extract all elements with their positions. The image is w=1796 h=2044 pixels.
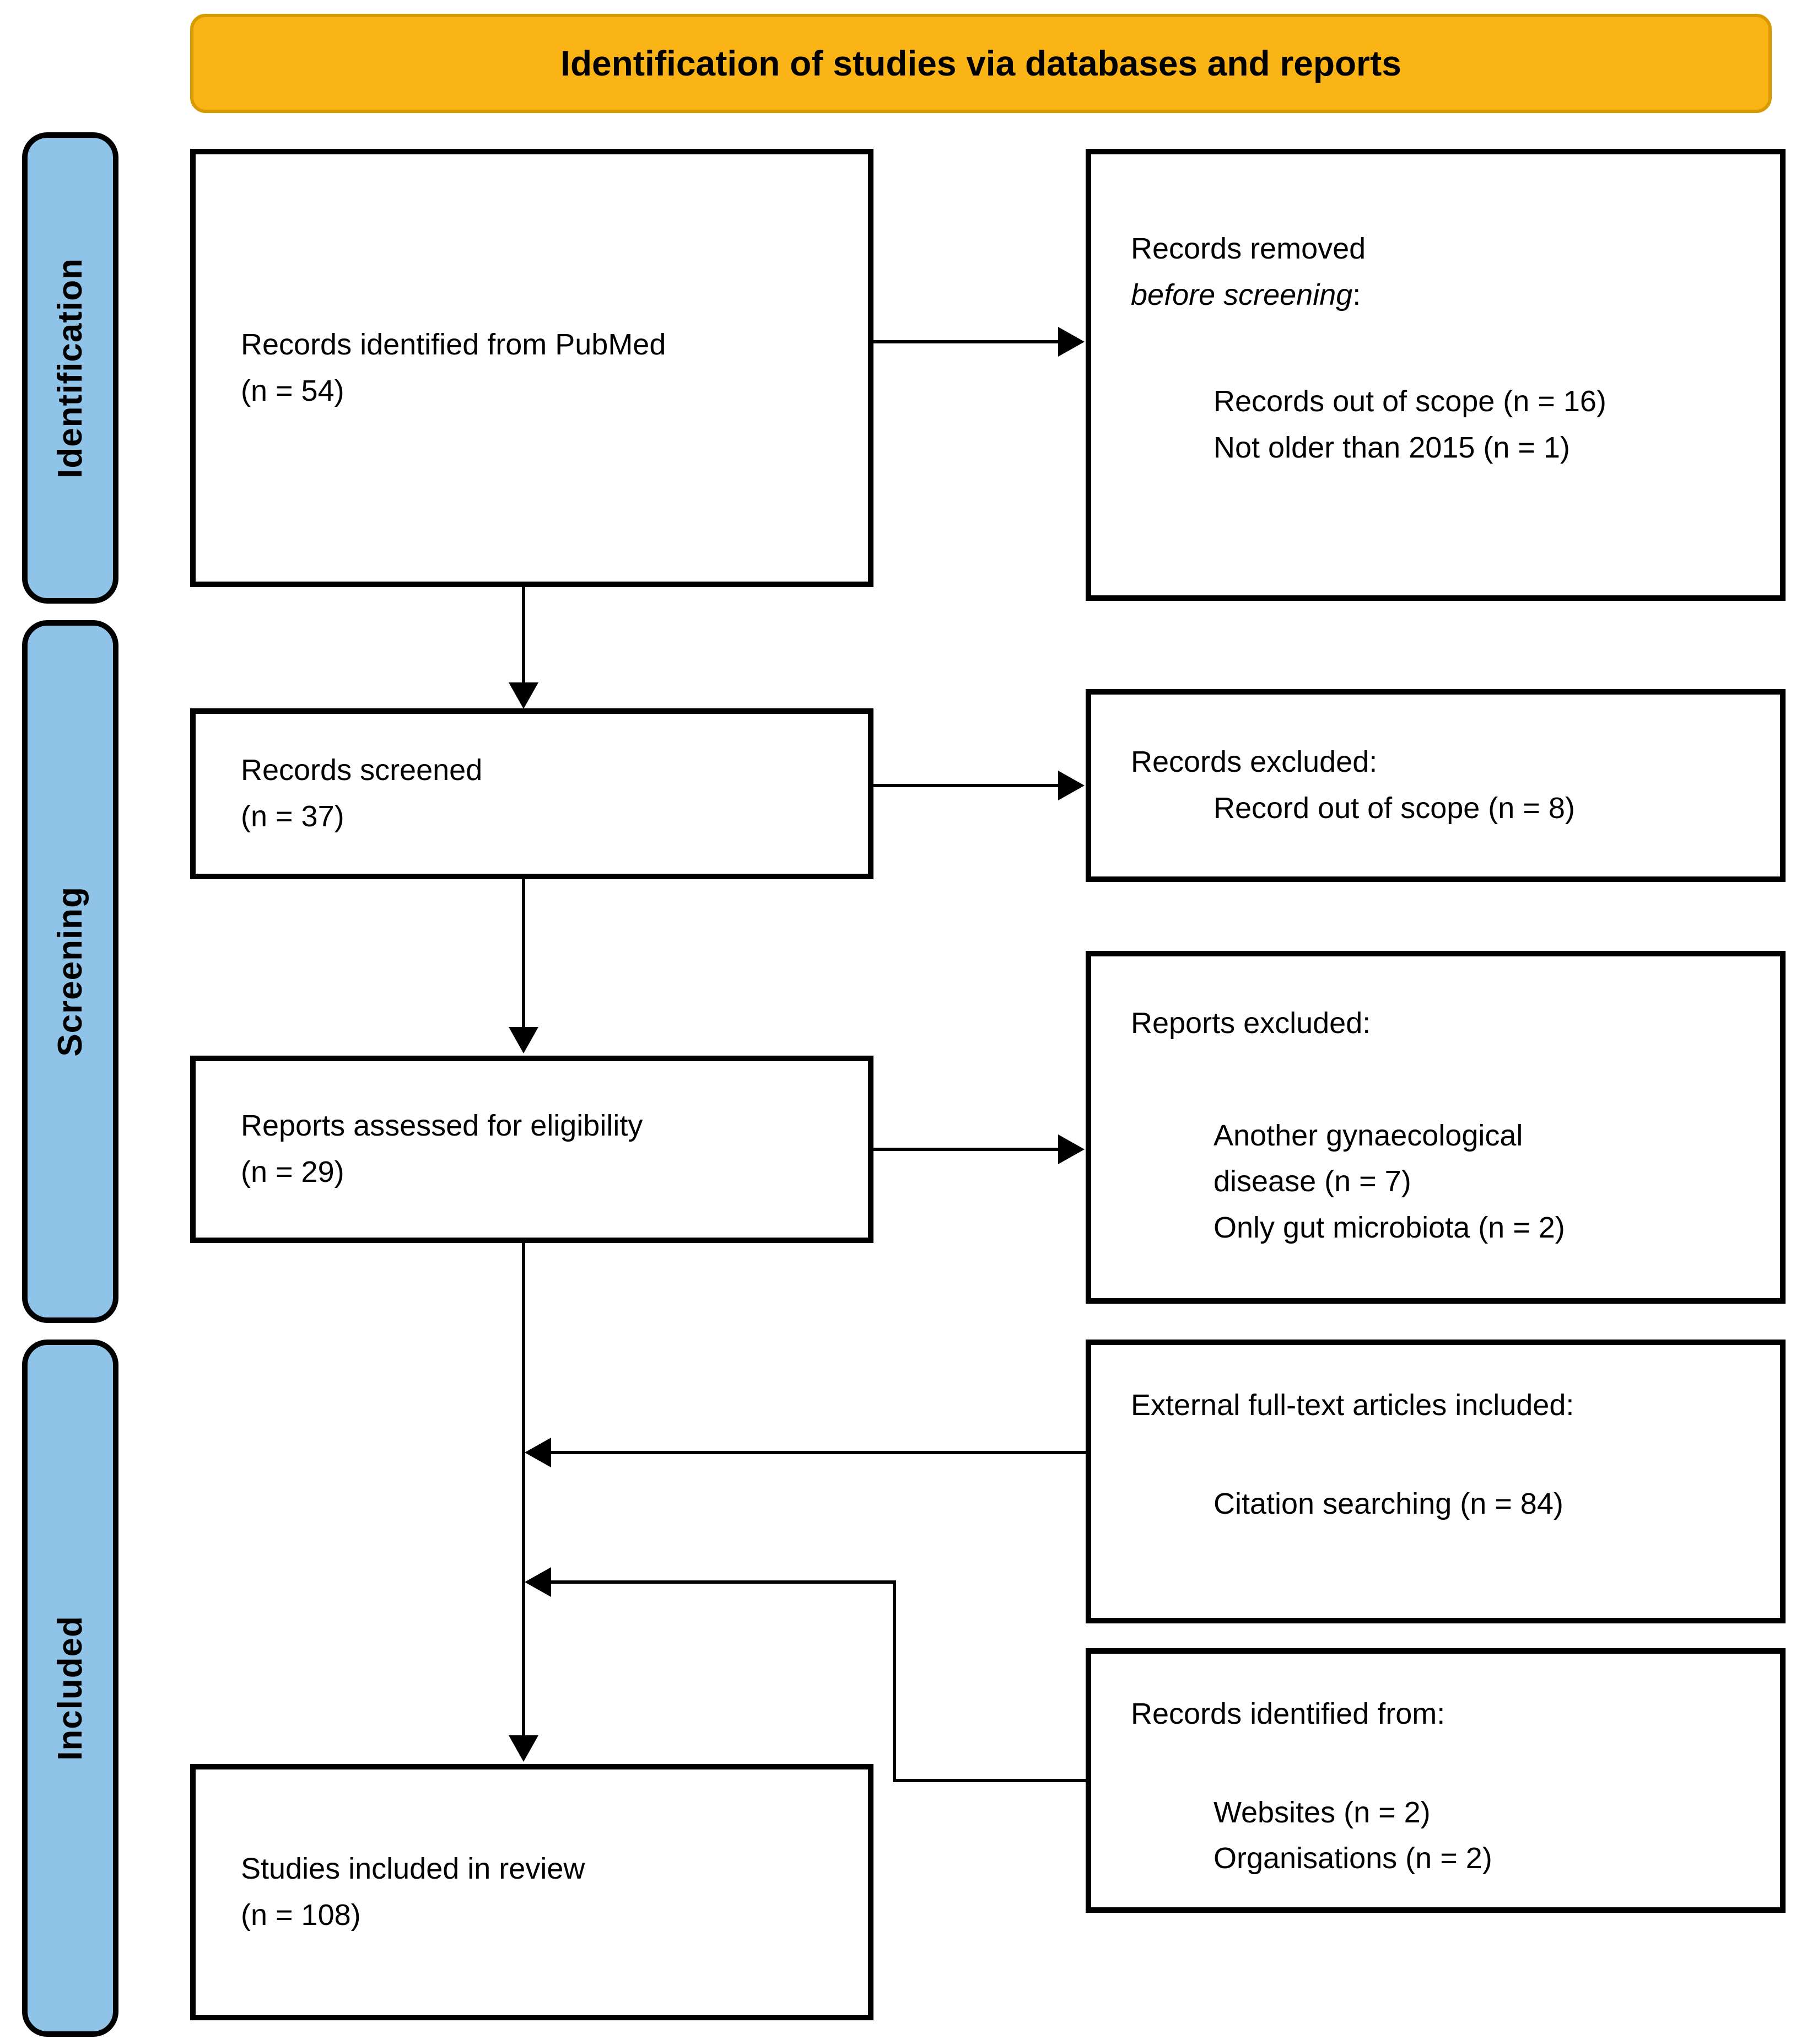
arrow-identified-to-removed	[873, 340, 1061, 343]
records-removed-item-1: Records out of scope (n = 16)	[1213, 385, 1606, 418]
stage-included-label: Included	[51, 1616, 89, 1761]
arrow-screened-to-excluded	[873, 784, 1061, 787]
records-removed-header-line1: Records removed	[1131, 232, 1366, 265]
other-sources-header: Records identified from:	[1131, 1691, 1752, 1738]
arrow-assessed-to-reports-excluded	[873, 1148, 1061, 1151]
records-removed-item-2: Not older than 2015 (n = 1)	[1213, 431, 1570, 465]
records-excluded-item-1: Record out of scope (n = 8)	[1213, 792, 1575, 825]
arrow-other-sources-to-spine	[551, 1580, 894, 1584]
banner: Identification of studies via databases …	[190, 14, 1772, 113]
records-removed-header-colon: :	[1352, 278, 1361, 311]
box-records-excluded: Records excluded: Record out of scope (n…	[1086, 689, 1786, 882]
other-sources-item-2: Organisations (n = 2)	[1213, 1842, 1492, 1875]
records-identified-text: Records identified from PubMed	[241, 327, 666, 361]
stage-screening-label: Screening	[51, 886, 89, 1057]
arrowhead-identified-to-screened	[509, 682, 538, 709]
arrowhead-assessed-to-included	[509, 1735, 538, 1762]
arrow-other-sources-elbow-bottom	[893, 1779, 1086, 1782]
banner-title: Identification of studies via databases …	[560, 44, 1401, 83]
records-removed-header: Records removed before screening:	[1131, 226, 1752, 318]
records-screened-text: Records screened	[241, 754, 483, 787]
studies-included-text: Studies included in review	[241, 1852, 585, 1885]
box-external-articles: External full-text articles included: Ci…	[1086, 1340, 1786, 1623]
other-sources-items: Websites (n = 2) Organisations (n = 2)	[1213, 1790, 1752, 1882]
reports-assessed-count: (n = 29)	[241, 1155, 344, 1188]
stage-identification-label: Identification	[51, 257, 89, 478]
reports-assessed-text: Reports assessed for eligibility	[241, 1109, 643, 1143]
box-reports-assessed: Reports assessed for eligibility (n = 29…	[190, 1056, 873, 1243]
arrow-screened-to-assessed	[522, 879, 525, 1030]
records-removed-header-line2: before screening:	[1131, 272, 1752, 319]
other-sources-header-text: Records identified from:	[1131, 1697, 1446, 1730]
box-records-screened: Records screened (n = 37)	[190, 708, 873, 879]
studies-included-count: (n = 108)	[241, 1898, 361, 1932]
arrowhead-other-sources-to-spine	[525, 1567, 551, 1597]
records-identified-count: (n = 54)	[241, 374, 344, 407]
external-articles-item-1: Citation searching (n = 84)	[1213, 1487, 1563, 1520]
arrow-identified-to-screened	[522, 587, 525, 685]
external-articles-items: Citation searching (n = 84)	[1213, 1481, 1752, 1527]
reports-excluded-items: Another gynaecological disease (n = 7) O…	[1213, 1113, 1752, 1251]
arrowhead-external-to-spine	[525, 1438, 551, 1467]
records-excluded-header: Records excluded:	[1131, 739, 1752, 786]
external-articles-header: External full-text articles included:	[1131, 1383, 1752, 1429]
box-records-identified: Records identified from PubMed (n = 54)	[190, 149, 873, 587]
records-excluded-items: Record out of scope (n = 8)	[1213, 786, 1752, 832]
stage-identification: Identification	[22, 132, 118, 604]
arrowhead-assessed-to-reports-excluded	[1058, 1134, 1085, 1164]
reports-excluded-item-1: Another gynaecological disease (n = 7)	[1213, 1118, 1523, 1198]
reports-excluded-item-2: Only gut microbiota (n = 2)	[1213, 1211, 1565, 1245]
box-records-removed: Records removed before screening: Record…	[1086, 149, 1786, 601]
box-other-sources: Records identified from: Websites (n = 2…	[1086, 1648, 1786, 1913]
other-sources-item-1: Websites (n = 2)	[1213, 1795, 1431, 1829]
arrow-assessed-to-included	[522, 1243, 525, 1736]
external-articles-header-text: External full-text articles included:	[1131, 1389, 1574, 1422]
arrowhead-identified-to-removed	[1058, 327, 1085, 357]
records-removed-items: Records out of scope (n = 16) Not older …	[1213, 379, 1752, 471]
box-studies-included: Studies included in review (n = 108)	[190, 1764, 873, 2020]
records-removed-header-italic: before screening	[1131, 278, 1353, 311]
reports-excluded-header: Reports excluded:	[1131, 1001, 1752, 1047]
records-excluded-header-text: Records excluded:	[1131, 745, 1378, 779]
arrow-external-to-spine	[551, 1451, 1086, 1454]
reports-excluded-header-text: Reports excluded:	[1131, 1007, 1371, 1040]
stage-included: Included	[22, 1340, 118, 2037]
records-screened-count: (n = 37)	[241, 800, 344, 833]
box-reports-excluded: Reports excluded: Another gynaecological…	[1086, 951, 1786, 1304]
arrow-other-sources-elbow-vertical	[893, 1580, 896, 1782]
arrowhead-screened-to-excluded	[1058, 771, 1085, 800]
stage-screening: Screening	[22, 620, 118, 1323]
arrowhead-screened-to-assessed	[509, 1027, 538, 1053]
